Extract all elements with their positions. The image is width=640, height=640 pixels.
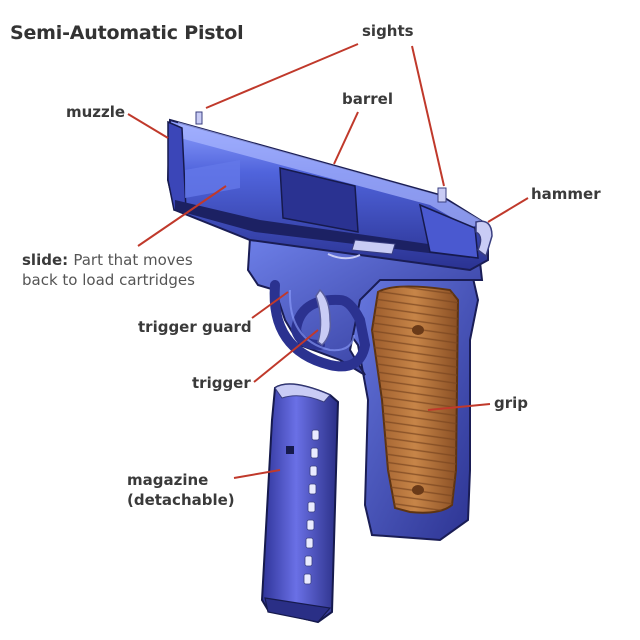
label-muzzle: muzzle	[66, 103, 125, 122]
leader-muzzle	[128, 114, 168, 138]
label-magazine-2: (detachable)	[127, 490, 235, 510]
leader-hammer	[488, 198, 528, 222]
leader-sights-front	[206, 44, 358, 108]
label-slide: slide: Part that moves back to load cart…	[22, 250, 195, 290]
diagram-title: Semi-Automatic Pistol	[10, 24, 243, 43]
grip-screw-bottom	[412, 485, 424, 495]
label-magazine: magazine (detachable)	[127, 470, 235, 510]
front-sight	[196, 112, 202, 124]
label-magazine-1: magazine	[127, 470, 235, 490]
grip-screw-top	[412, 325, 424, 335]
label-grip: grip	[494, 394, 528, 413]
label-slide-line1: slide: Part that moves	[22, 250, 195, 270]
label-trigger-guard: trigger guard	[138, 318, 252, 337]
magazine-shape	[262, 384, 338, 622]
label-slide-desc-2: back to load cartridges	[22, 270, 195, 290]
leader-barrel	[334, 112, 358, 164]
label-slide-desc-1: Part that moves	[73, 251, 192, 269]
label-trigger: trigger	[192, 374, 251, 393]
leader-sights-rear	[412, 46, 444, 186]
label-slide-term: slide:	[22, 251, 68, 269]
label-barrel: barrel	[342, 90, 393, 109]
label-sights: sights	[362, 22, 414, 41]
rear-sight	[438, 188, 446, 202]
label-hammer: hammer	[531, 185, 601, 204]
